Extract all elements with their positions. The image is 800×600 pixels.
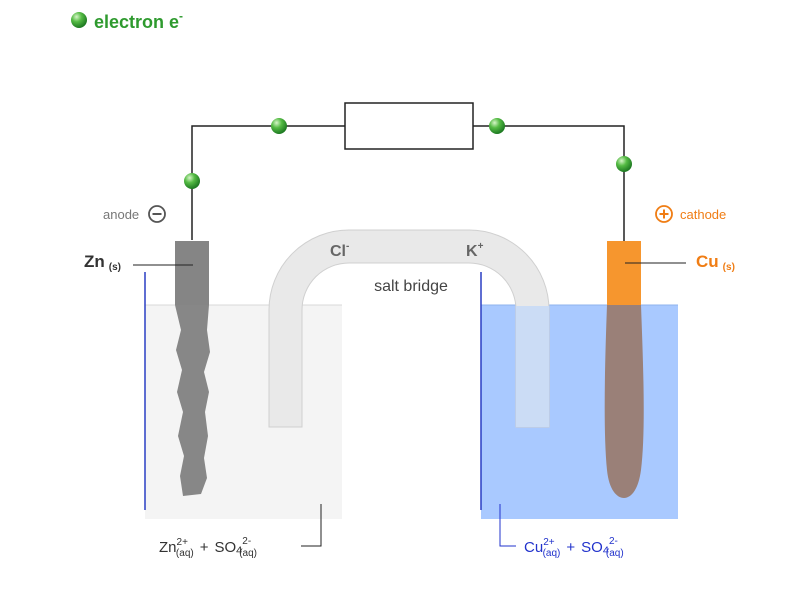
zinc-sulfate-solution xyxy=(145,305,342,519)
zinc-label: Zn(s) xyxy=(84,252,121,273)
anode-label: anode xyxy=(103,207,139,222)
left-solution-leader xyxy=(301,504,322,547)
resistor xyxy=(344,102,474,150)
copper-electrode xyxy=(604,241,644,498)
electron-icon xyxy=(271,118,287,134)
copper-label: Cu(s) xyxy=(696,252,735,273)
external-wire-right xyxy=(473,125,625,242)
electron-icon xyxy=(489,118,505,134)
zinc-electrode xyxy=(175,241,210,496)
copper-sulfate-solution xyxy=(481,305,678,519)
cathode-label: cathode xyxy=(680,207,726,222)
anode-label-group: anode xyxy=(103,205,166,223)
right-solution-leader xyxy=(499,504,516,547)
legend-label: electron e xyxy=(94,12,179,32)
left-solution-formula: Zn2+(aq)+SO42-(aq) xyxy=(159,536,257,559)
cathode-label-group: cathode xyxy=(655,205,726,223)
legend-superscript: - xyxy=(179,9,183,23)
plus-circle-icon xyxy=(655,205,673,223)
minus-circle-icon xyxy=(148,205,166,223)
svg-text:electron e-: electron e- xyxy=(94,9,183,32)
electron-icon xyxy=(71,12,87,28)
salt-bridge-label: salt bridge xyxy=(374,278,448,295)
potassium-ion-label: K+ xyxy=(466,241,484,260)
chloride-ion-label: Cl- xyxy=(330,241,349,260)
external-wire xyxy=(191,125,345,240)
salt-bridge-submerged xyxy=(516,306,549,427)
electron-legend: electron e- xyxy=(71,9,183,32)
electron-icon xyxy=(616,156,632,172)
electron-icon xyxy=(184,173,200,189)
right-solution-formula: Cu2+(aq)+SO42-(aq) xyxy=(524,536,624,559)
